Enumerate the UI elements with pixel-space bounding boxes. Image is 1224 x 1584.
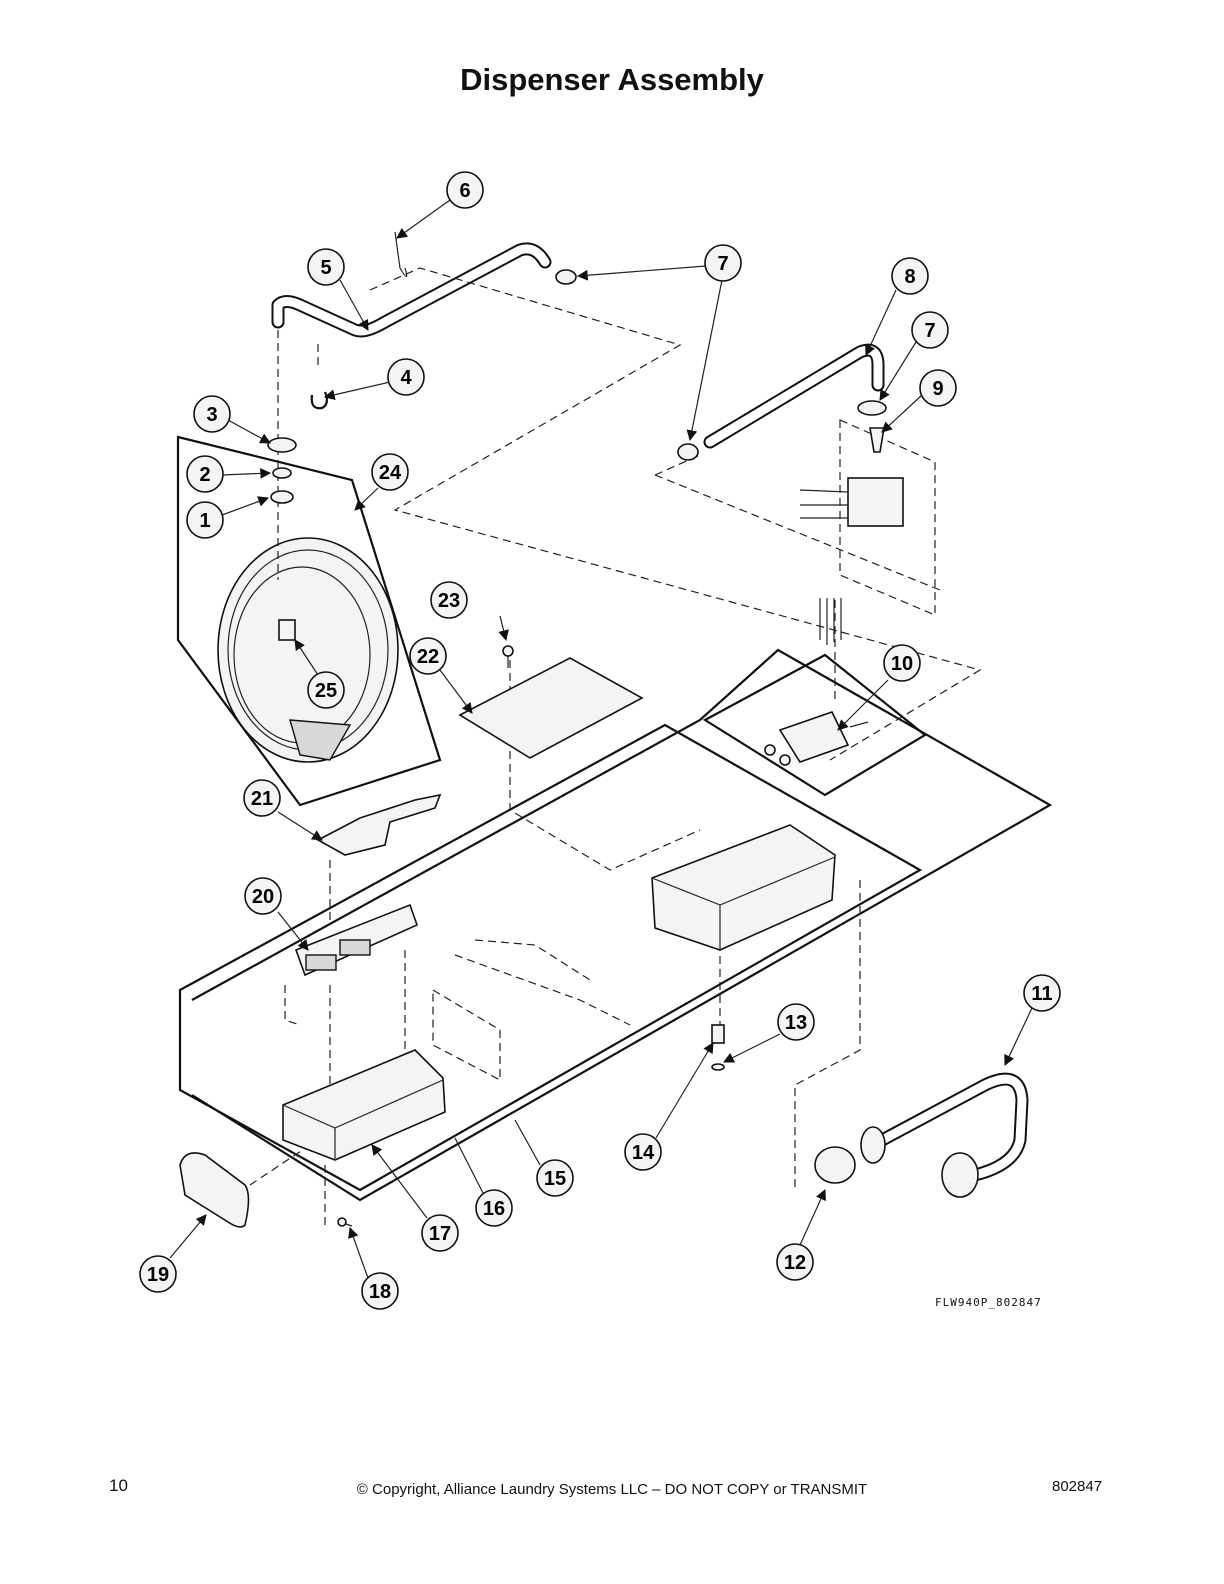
callout-22: 22 (409, 637, 447, 675)
callout-24: 24 (371, 453, 409, 491)
svg-text:23: 23 (438, 590, 460, 612)
callout-19: 19 (139, 1255, 177, 1293)
callout-16: 16 (475, 1189, 513, 1227)
callout-17: 17 (421, 1214, 459, 1252)
svg-text:7: 7 (717, 253, 728, 275)
leader-lines (169, 199, 1033, 1279)
callout-7-right: 7 (911, 311, 949, 349)
svg-text:21: 21 (251, 788, 273, 810)
svg-text:18: 18 (369, 1281, 391, 1303)
svg-text:5: 5 (320, 257, 331, 279)
svg-text:16: 16 (483, 1198, 505, 1220)
hose-8 (703, 343, 885, 449)
svg-text:17: 17 (429, 1223, 451, 1245)
callouts: 1 2 3 4 5 6 7 7 8 9 10 11 12 13 14 15 16… (139, 171, 1061, 1310)
callout-4: 4 (387, 358, 425, 396)
callout-13: 13 (777, 1003, 815, 1041)
callout-14: 14 (624, 1133, 662, 1171)
svg-text:9: 9 (932, 378, 943, 400)
callout-2: 2 (186, 455, 224, 493)
drawing-code: FLW940P_802847 (935, 1296, 1042, 1309)
callout-10: 10 (883, 644, 921, 682)
callout-21: 21 (243, 779, 281, 817)
callout-5: 5 (307, 248, 345, 286)
callout-23: 23 (430, 581, 468, 619)
callout-9: 9 (919, 369, 957, 407)
callout-3: 3 (193, 395, 231, 433)
svg-text:13: 13 (785, 1012, 807, 1034)
callout-8: 8 (891, 257, 929, 295)
svg-text:15: 15 (544, 1168, 566, 1190)
svg-text:1: 1 (199, 510, 210, 532)
svg-text:25: 25 (315, 680, 337, 702)
callout-11: 11 (1023, 974, 1061, 1012)
svg-text:8: 8 (904, 266, 915, 288)
page-number: 10 (109, 1476, 128, 1495)
svg-text:19: 19 (147, 1264, 169, 1286)
small-parts (179, 231, 1029, 1228)
callout-7-upper: 7 (704, 244, 742, 282)
svg-text:20: 20 (252, 886, 274, 908)
svg-text:22: 22 (417, 646, 439, 668)
svg-text:12: 12 (784, 1252, 806, 1274)
callout-25: 25 (307, 671, 345, 709)
callout-1: 1 (186, 501, 224, 539)
cabinet-outline (178, 648, 1053, 1202)
callout-12: 12 (776, 1243, 814, 1281)
callout-18: 18 (361, 1272, 399, 1310)
svg-text:6: 6 (459, 180, 470, 202)
svg-text:7: 7 (924, 320, 935, 342)
door-boot-panel (176, 435, 442, 807)
svg-text:3: 3 (206, 404, 217, 426)
callout-20: 20 (244, 877, 282, 915)
svg-text:14: 14 (632, 1142, 655, 1164)
svg-text:2: 2 (199, 464, 210, 486)
dashed-guides (249, 267, 982, 1230)
svg-text:10: 10 (891, 653, 913, 675)
callout-15: 15 (536, 1159, 574, 1197)
svg-text:11: 11 (1031, 983, 1052, 1005)
document-number: 802847 (1052, 1478, 1103, 1495)
callout-6: 6 (446, 171, 484, 209)
copyright-notice: © Copyright, Alliance Laundry Systems LL… (356, 1481, 868, 1498)
svg-text:4: 4 (400, 367, 412, 389)
svg-text:24: 24 (379, 462, 402, 484)
page-title: Dispenser Assembly (460, 62, 764, 97)
